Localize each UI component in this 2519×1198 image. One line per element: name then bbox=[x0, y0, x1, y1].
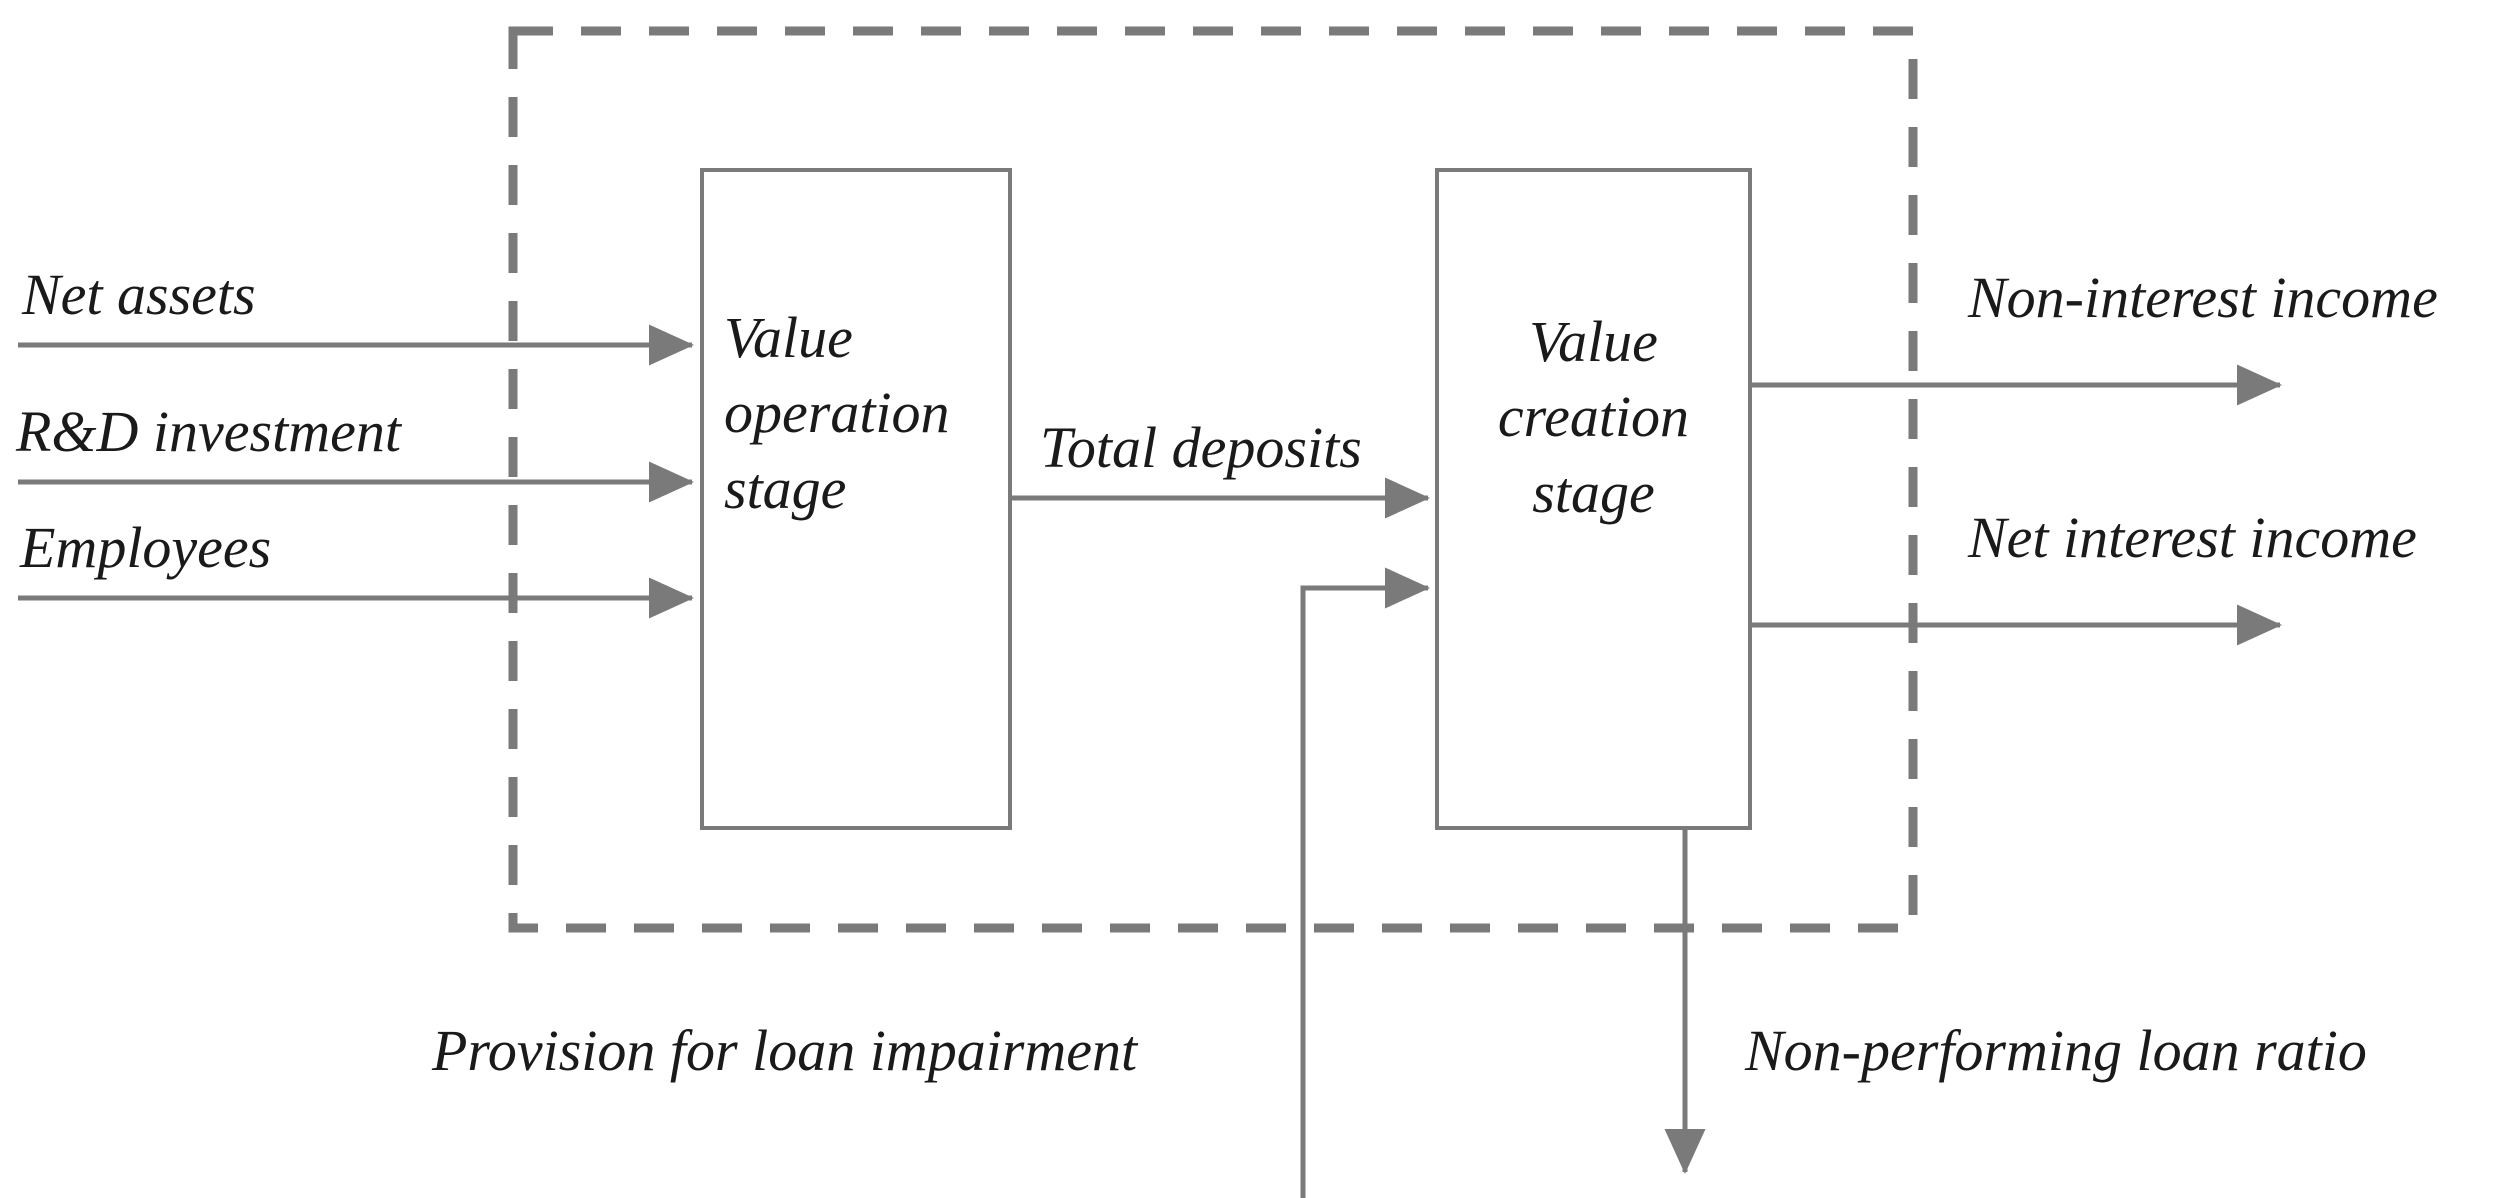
input-label-employees: Employees bbox=[20, 515, 272, 580]
stage-2-line-1: Value bbox=[1529, 309, 1658, 374]
input-arrow-provision-for-loan-impairment bbox=[1300, 567, 1430, 1198]
output-label-non-interest-income: Non-interest income bbox=[1968, 265, 2438, 330]
stage-1-line-3: stage bbox=[724, 455, 847, 521]
value-operation-stage-label: Value operation stage bbox=[724, 300, 1004, 526]
stage-1-line-1: Value bbox=[724, 305, 853, 370]
stage-2-line-2: creation bbox=[1497, 384, 1690, 450]
value-creation-stage-box bbox=[1435, 168, 1752, 830]
value-creation-stage-label: Value creation stage bbox=[1437, 304, 1750, 530]
label-provision-for-loan-impairment: Provision for loan impairment bbox=[432, 1018, 1138, 1083]
value-operation-stage-box bbox=[700, 168, 1012, 830]
stage-1-line-2: operation bbox=[724, 380, 950, 446]
system-boundary-dashed-rect bbox=[508, 26, 1918, 933]
label-non-performing-loan-ratio: Non-performing loan ratio bbox=[1745, 1018, 2367, 1083]
input-label-rd-investment: R&D investment bbox=[16, 399, 401, 464]
intermediate-label-total-deposits: Total deposits bbox=[1040, 415, 1362, 480]
stage-2-line-3: stage bbox=[1532, 459, 1655, 525]
input-label-net-assets: Net assets bbox=[22, 262, 256, 327]
output-label-net-interest-income: Net interest income bbox=[1968, 505, 2417, 570]
